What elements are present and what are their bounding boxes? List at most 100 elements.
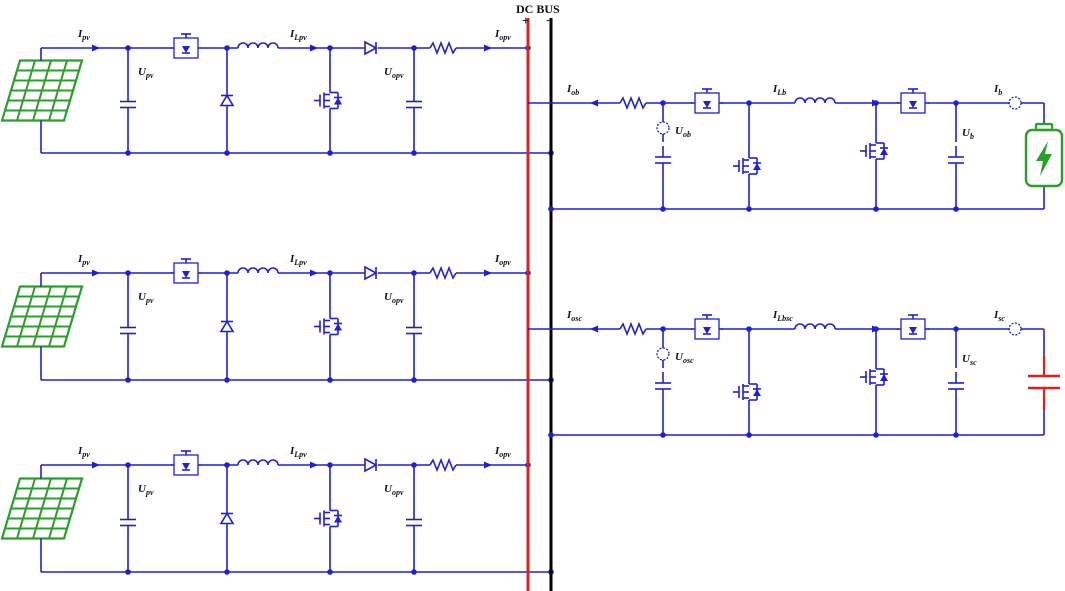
solar-panel-icon	[0, 59, 84, 122]
junction-dot	[746, 100, 752, 106]
current-arrow	[590, 99, 598, 107]
inductor-icon	[237, 459, 279, 466]
junction-dot	[327, 462, 333, 468]
label-upv: Upv	[138, 66, 154, 80]
dc-bus-label: DC BUS	[516, 2, 560, 16]
leg-switch-icon	[732, 375, 762, 409]
junction-dot	[873, 432, 879, 438]
junction-dot	[660, 326, 666, 332]
junction-dot	[411, 270, 417, 276]
current-arrow	[310, 269, 318, 277]
junction-dot	[411, 150, 417, 156]
inductor-icon	[237, 267, 279, 274]
junction-dot	[746, 206, 752, 212]
resistor-icon	[619, 95, 647, 111]
input-capacitor-icon	[119, 315, 137, 346]
label-uopv: Uopv	[384, 483, 404, 497]
diode-icon	[364, 457, 378, 473]
resistor-icon	[429, 40, 457, 56]
voltage-probe-icon	[656, 121, 670, 135]
inductor-icon	[237, 42, 279, 49]
leg-switch-icon	[859, 360, 889, 394]
current-arrow	[310, 461, 318, 469]
diode-icon	[364, 40, 378, 56]
label-ipv: Ipv	[77, 445, 90, 459]
current-arrow	[310, 44, 318, 52]
resistor-icon	[619, 321, 647, 337]
freewheel-diode-icon	[220, 512, 234, 525]
label-uopv: Uopv	[384, 291, 404, 305]
label-current-bus: Iosc	[566, 309, 582, 323]
junction-dot	[953, 432, 959, 438]
label-ilpv: ILpv	[289, 253, 307, 267]
label-iopv: Iopv	[494, 28, 511, 42]
bus-capacitor-icon	[654, 145, 672, 175]
junction-dot	[327, 569, 333, 575]
label-inductor-current: ILb	[772, 83, 786, 97]
junction-dot	[125, 462, 131, 468]
label-uopv: Uopv	[384, 66, 404, 80]
label-inductor-current: ILbsc	[772, 309, 793, 323]
label-ipv: Ipv	[77, 28, 90, 42]
resistor-icon	[429, 457, 457, 473]
output-capacitor-icon	[405, 315, 423, 346]
input-capacitor-icon	[119, 507, 137, 538]
junction-dot	[953, 206, 959, 212]
capacitor-icon	[1028, 356, 1060, 410]
dc-bus-plus: +	[522, 13, 529, 28]
current-arrow	[590, 325, 598, 333]
battery-icon	[1024, 122, 1064, 188]
storage-capacitor-icon	[947, 145, 965, 175]
label-current-storage: Isc	[993, 309, 1005, 323]
junction-dot	[548, 206, 554, 212]
junction-dot	[953, 100, 959, 106]
freewheel-diode-icon	[220, 94, 234, 107]
label-ilpv: ILpv	[289, 445, 307, 459]
junction-dot	[411, 45, 417, 51]
junction-dot	[548, 432, 554, 438]
junction-dot	[660, 100, 666, 106]
storage-switch-icon	[896, 88, 930, 114]
bus-capacitor-icon	[654, 371, 672, 401]
leg-switch-icon	[859, 134, 889, 168]
junction-dot	[224, 150, 230, 156]
junction-dot	[411, 462, 417, 468]
leg-switch-icon	[732, 149, 762, 183]
label-iopv: Iopv	[494, 445, 511, 459]
current-probe-icon	[1008, 96, 1022, 110]
diode-icon	[364, 265, 378, 281]
label-voltage-storage: Usc	[962, 353, 977, 367]
junction-dot	[125, 45, 131, 51]
label-iopv: Iopv	[494, 253, 511, 267]
junction-dot	[327, 150, 333, 156]
current-arrow	[92, 269, 100, 277]
junction-dot	[746, 432, 752, 438]
storage-switch-icon	[690, 88, 724, 114]
junction-dot	[224, 270, 230, 276]
output-capacitor-icon	[405, 89, 423, 120]
junction-dot	[411, 377, 417, 383]
solar-panel-icon	[0, 285, 84, 348]
junction-dot	[873, 326, 879, 332]
storage-capacitor-icon	[947, 371, 965, 401]
junction-dot	[224, 45, 230, 51]
inductor-icon	[794, 97, 836, 104]
freewheel-diode-icon	[220, 320, 234, 333]
output-capacitor-icon	[405, 507, 423, 538]
junction-dot	[411, 569, 417, 575]
storage-switch-icon	[690, 314, 724, 340]
junction-dot	[125, 150, 131, 156]
voltage-probe-icon	[656, 347, 670, 361]
label-current-bus: Iob	[566, 83, 579, 97]
current-arrow	[484, 461, 492, 469]
junction-dot	[125, 270, 131, 276]
current-arrow	[484, 44, 492, 52]
label-ilpv: ILpv	[289, 28, 307, 42]
boost-switch-icon	[313, 501, 343, 536]
junction-dot	[327, 270, 333, 276]
current-arrow	[92, 44, 100, 52]
